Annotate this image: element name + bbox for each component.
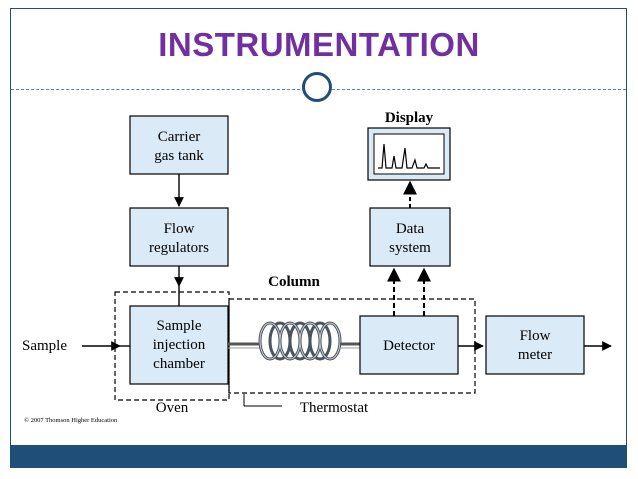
footer-bar [11, 445, 626, 467]
svg-text:chamber: chamber [153, 356, 205, 372]
svg-text:gas tank: gas tank [154, 148, 204, 164]
detector-box: Detector [359, 315, 459, 375]
chromatogram-trace [378, 143, 440, 169]
gc-diagram: Carrier gas tank Flow regulators Sample … [22, 110, 612, 424]
column-label: Column [268, 274, 320, 290]
svg-text:injection: injection [153, 337, 206, 353]
svg-text:Data: Data [396, 221, 425, 237]
svg-text:Detector: Detector [383, 338, 435, 354]
svg-text:Sample: Sample [157, 318, 202, 334]
oven-label: Oven [156, 400, 189, 416]
divider-circle-ornament [302, 72, 332, 102]
copyright-text: © 2007 Thomson Higher Education [24, 417, 118, 424]
carrier-gas-tank-box: Carrier gas tank [129, 115, 229, 175]
svg-text:meter: meter [518, 347, 552, 363]
slide-frame [10, 8, 627, 468]
flow-regulators-box: Flow regulators [129, 207, 229, 267]
sample-injection-chamber-box: Sample injection chamber [129, 305, 229, 385]
gc-diagram-panel: Carrier gas tank Flow regulators Sample … [20, 106, 614, 426]
flow-meter-box: Flow meter [485, 315, 585, 375]
data-system-box: Data system [369, 207, 451, 267]
svg-text:system: system [389, 240, 431, 256]
column-coil [228, 321, 360, 361]
display-monitor [367, 127, 451, 181]
svg-text:Flow: Flow [164, 221, 195, 237]
slide-title: INSTRUMENTATION [158, 26, 480, 63]
display-label: Display [385, 110, 434, 126]
sample-label: Sample [22, 338, 67, 354]
thermostat-label: Thermostat [300, 400, 369, 416]
svg-text:Flow: Flow [520, 328, 551, 344]
svg-text:regulators: regulators [149, 240, 209, 256]
svg-text:Carrier: Carrier [158, 129, 200, 145]
